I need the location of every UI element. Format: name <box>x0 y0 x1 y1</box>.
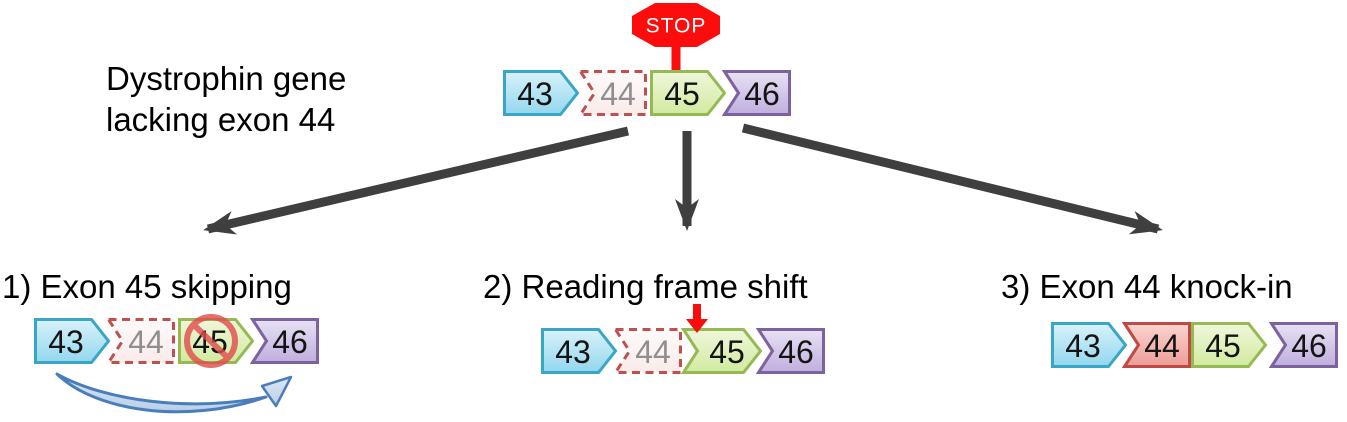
exon-43: 43 <box>34 318 111 364</box>
exon-shape <box>721 70 791 116</box>
exon-45: 45 <box>1191 322 1268 368</box>
exon-shape <box>577 70 647 116</box>
exon-shape <box>680 328 763 374</box>
exon-label: 45 <box>709 334 745 370</box>
exon-46: 46 <box>249 318 319 364</box>
exon-shape <box>755 328 825 374</box>
exon-46: 46 <box>755 328 825 374</box>
exon-45-frame-shifted: 45 <box>680 328 763 374</box>
exon-44-missing: 44 <box>612 328 682 374</box>
source-gene-label-line2: lacking exon 44 <box>106 101 336 138</box>
stop-sign-label: STOP <box>646 15 707 38</box>
exon-label: 46 <box>744 76 780 112</box>
exon-skip-arrow-icon <box>55 372 293 414</box>
exon-43: 43 <box>541 328 618 374</box>
exon-shape <box>612 328 682 374</box>
exon-45: 45 <box>650 70 727 116</box>
exon-label: 43 <box>1065 328 1101 364</box>
exon-label: 46 <box>778 334 814 370</box>
exon-shape <box>1051 322 1128 368</box>
no-entry-icon <box>184 314 238 368</box>
exon-shape <box>503 70 580 116</box>
exon-label: 43 <box>555 334 591 370</box>
exon-label: 45 <box>664 76 700 112</box>
exon-label: 46 <box>272 324 308 360</box>
exon-shape <box>1268 322 1338 368</box>
exon-shape <box>1121 322 1191 368</box>
strategy-2-heading: 2) Reading frame shift <box>483 268 808 305</box>
exon-shape <box>34 318 111 364</box>
exon-shape <box>541 328 618 374</box>
branch-arrow-right <box>741 123 1163 235</box>
exon-label: 44 <box>1144 328 1180 364</box>
stop-sign-pole <box>671 44 681 72</box>
exon-44-missing: 44 <box>105 318 175 364</box>
exon-46: 46 <box>721 70 791 116</box>
strategy-3-heading: 3) Exon 44 knock-in <box>1001 268 1293 305</box>
exon-46: 46 <box>1268 322 1338 368</box>
exon-43: 43 <box>503 70 580 116</box>
exon-shape <box>105 318 175 364</box>
exon-shape <box>249 318 319 364</box>
exon-label: 43 <box>517 76 553 112</box>
exon-label: 45 <box>1205 328 1241 364</box>
branch-arrow-left <box>203 126 630 235</box>
stop-sign-icon: STOP <box>632 3 720 72</box>
source-gene-label-line1: Dystrophin gene <box>106 60 347 97</box>
exon-shape <box>1191 322 1268 368</box>
exon-44-knocked-in: 44 <box>1121 322 1191 368</box>
stop-sign-octagon <box>632 3 720 47</box>
exon-43: 43 <box>1051 322 1128 368</box>
exon-label: 46 <box>1291 328 1327 364</box>
exon-label: 44 <box>635 334 671 370</box>
exon-label: 44 <box>600 76 636 112</box>
exon-label: 44 <box>128 324 164 360</box>
source-gene-label: Dystrophin gene lacking exon 44 <box>106 58 346 140</box>
exon-44-missing: 44 <box>577 70 647 116</box>
strategy-1-heading: 1) Exon 45 skipping <box>2 268 292 305</box>
frameshift-arrow-icon <box>686 304 708 333</box>
exon-shape <box>650 70 727 116</box>
exon-label: 43 <box>48 324 84 360</box>
